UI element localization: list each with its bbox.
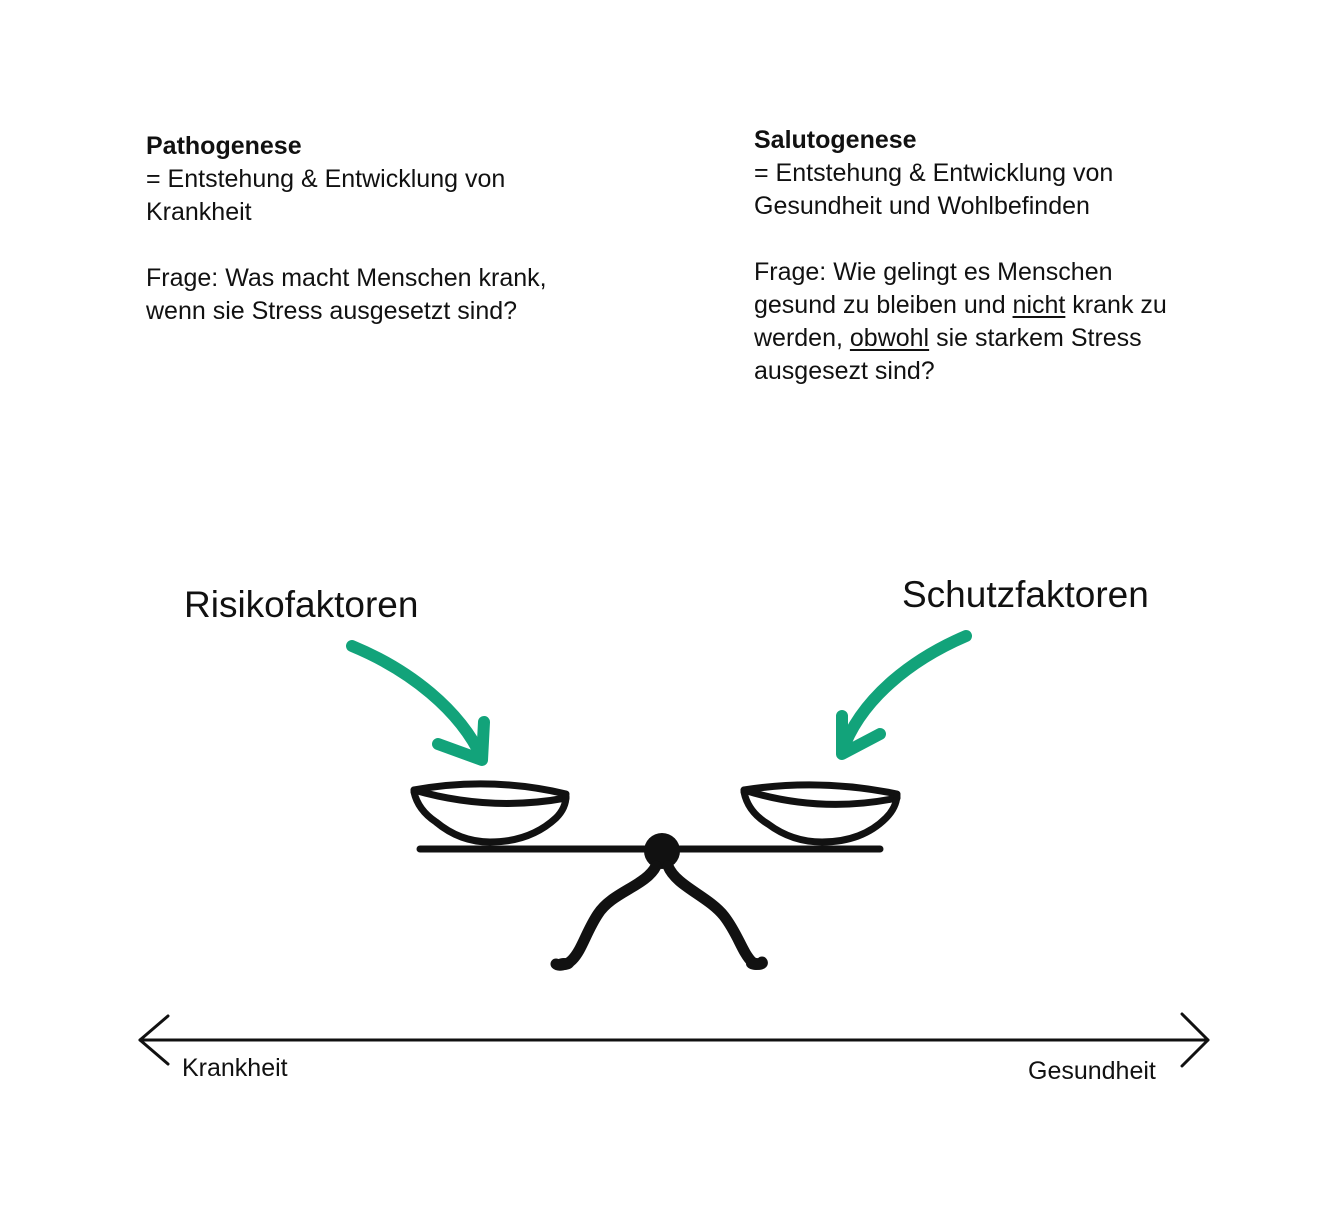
right-foot [746, 958, 766, 970]
right-scale-bowl [740, 781, 901, 846]
question-text: werden, [754, 324, 850, 352]
left-scale-bowl [410, 780, 570, 846]
pathogenese-question-line1: Frage: Was macht Menschen krank, [146, 264, 547, 292]
question-text: gesund zu bleiben und [754, 291, 1013, 319]
risk-factors-label: Risikofaktoren [184, 584, 419, 625]
salutogenese-question-line1: Frage: Wie gelingt es Menschen [754, 258, 1113, 286]
salutogenese-question-line2: gesund zu bleiben und nicht krank zu [754, 289, 1167, 322]
axis-left-arrowhead-icon [138, 1014, 170, 1066]
risk-arrow-icon [346, 640, 490, 766]
salutogenese-question-line3: werden, obwohl sie starkem Stress [754, 322, 1167, 355]
salutogenese-definition-line1: = Entstehung & Entwicklung von [754, 159, 1114, 187]
protect-arrow-icon [836, 630, 972, 760]
left-foot [554, 958, 574, 970]
health-axis [138, 1012, 1210, 1068]
scale-pivot [644, 833, 680, 869]
axis-right-arrowhead-icon [1180, 1012, 1210, 1068]
protective-factors-label: Schutzfaktoren [902, 574, 1149, 615]
salutogenese-title: Salutogenese [754, 126, 917, 154]
pathogenese-block: Pathogenese = Entstehung & Entwicklung v… [146, 130, 547, 328]
axis-label-illness: Krankheit [182, 1054, 288, 1082]
question-text: krank zu [1065, 291, 1167, 319]
axis-label-health: Gesundheit [1028, 1057, 1156, 1085]
question-text: sie starkem Stress [929, 324, 1142, 352]
salutogenese-definition-line2: Gesundheit und Wohlbefinden [754, 192, 1090, 220]
underlined-word-nicht: nicht [1012, 291, 1066, 319]
pathogenese-definition-line2: Krankheit [146, 198, 252, 226]
underlined-word-obwohl: obwohl [849, 324, 930, 352]
pathogenese-question-line2: wenn sie Stress ausgesetzt sind? [146, 297, 518, 325]
salutogenese-block: Salutogenese = Entstehung & Entwicklung … [754, 124, 1167, 388]
salutogenese-question-line4: ausgesezt sind? [754, 357, 935, 385]
pathogenese-title: Pathogenese [146, 132, 302, 160]
pathogenese-definition-line1: = Entstehung & Entwicklung von [146, 165, 506, 193]
scale-stand [550, 860, 768, 971]
